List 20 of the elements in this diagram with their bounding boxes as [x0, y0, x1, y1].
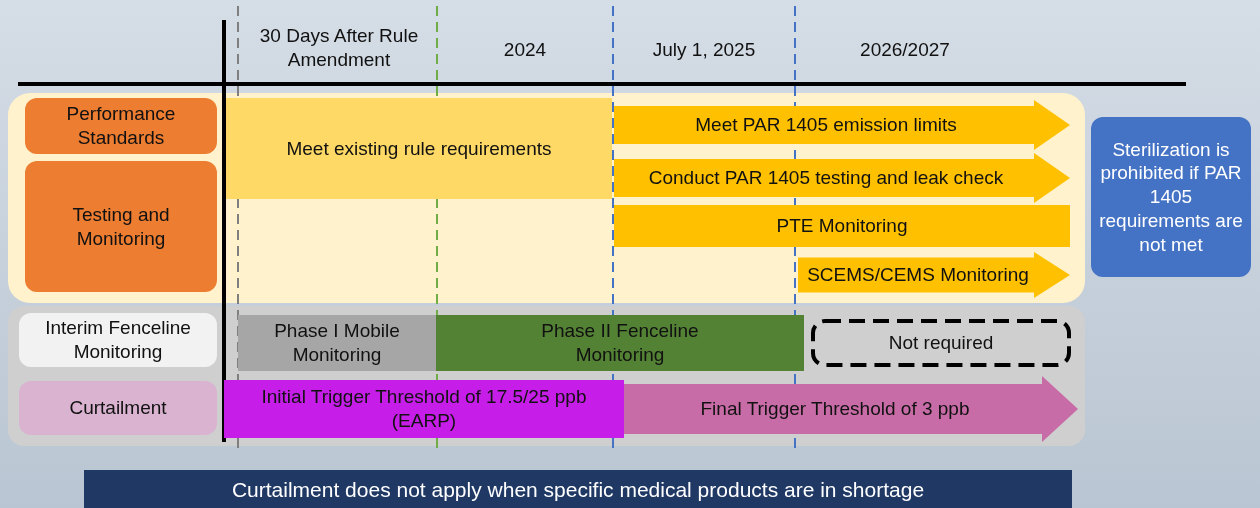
timeline-bar: Phase I Mobile Monitoring: [238, 315, 436, 371]
timeline-bar: Phase II Fenceline Monitoring: [436, 315, 804, 371]
timeline-bar: PTE Monitoring: [614, 205, 1070, 247]
row-header: Testing and Monitoring: [24, 160, 218, 293]
column-header: 2024: [502, 38, 548, 62]
arrow-bar: Meet PAR 1405 emission limits: [614, 100, 1070, 150]
column-header: 2026/2027: [859, 38, 951, 62]
row-header: Performance Standards: [24, 97, 218, 155]
timeline-bar: Initial Trigger Threshold of 17.5/25 ppb (EARP): [224, 380, 624, 438]
column-header: 30 Days After Rule Amendment: [258, 24, 420, 72]
timeline-bar: Meet existing rule requirements: [226, 98, 612, 199]
callout-box: Sterilization is prohibited if PAR 1405 requirements are not met: [1090, 116, 1252, 278]
row-header: Curtailment: [18, 380, 218, 436]
arrow-bar: Final Trigger Threshold of 3 ppb: [624, 376, 1078, 442]
row-header: Interim Fenceline Monitoring: [18, 312, 218, 368]
note-banner: Curtailment does not apply when specific medical products are in shortage: [84, 470, 1072, 508]
column-header: July 1, 2025: [651, 38, 757, 62]
arrow-bar: SCEMS/CEMS Monitoring: [798, 252, 1070, 298]
arrow-bar: Conduct PAR 1405 testing and leak check: [614, 153, 1070, 203]
timeline-bar: Not required: [810, 318, 1072, 368]
